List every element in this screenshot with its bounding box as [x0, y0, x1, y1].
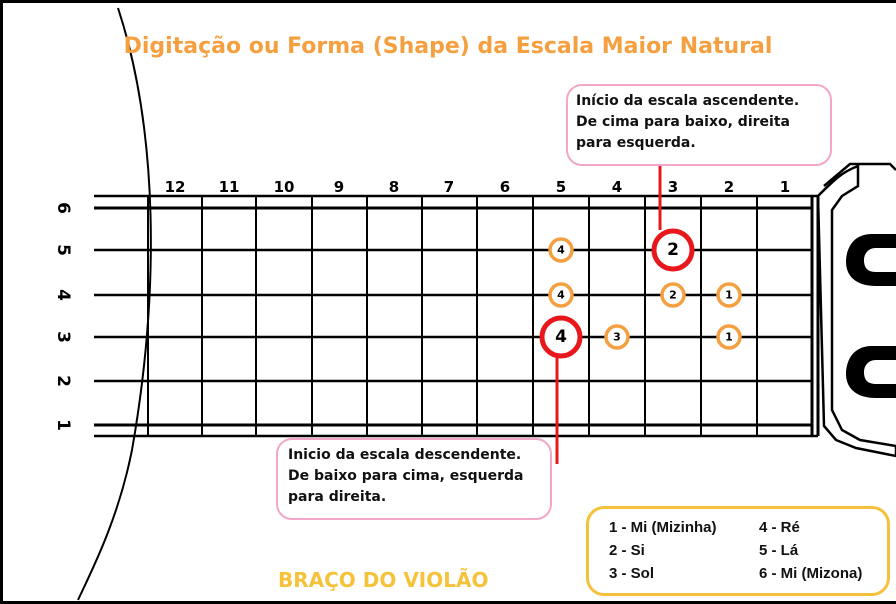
- finger-marker: 3: [604, 324, 630, 350]
- finger-number: 4: [555, 327, 567, 347]
- fret-number-label: 5: [556, 178, 566, 196]
- legend-item: 3 - Sol: [609, 565, 655, 582]
- finger-marker: 1: [716, 282, 742, 308]
- headstock: [816, 162, 896, 458]
- finger-marker: 2: [660, 282, 686, 308]
- string-number-label: 2: [53, 375, 73, 387]
- string-legend: 1 - Mi (Mizinha) 2 - Si 3 - Sol 4 - Ré 5…: [586, 506, 890, 596]
- fret-number-label: 9: [334, 178, 344, 196]
- fret-number-label: 10: [274, 178, 295, 196]
- legend-item: 1 - Mi (Mizinha): [609, 519, 717, 536]
- finger-marker: 4: [548, 237, 574, 263]
- finger-number: 1: [725, 331, 733, 344]
- string-numbers: 6 5 4 3 2 1: [53, 202, 73, 431]
- string-number-label: 4: [53, 289, 73, 301]
- note-ascending-line: para esquerda.: [576, 135, 696, 151]
- legend-item: 5 - Lá: [759, 542, 799, 559]
- finger-number: 2: [669, 289, 677, 302]
- fret-number-label: 2: [724, 178, 734, 196]
- string-number-label: 3: [53, 331, 73, 343]
- finger-marker-ring: [548, 282, 574, 308]
- headstock-top: [823, 162, 896, 187]
- legend-item: 4 - Ré: [759, 519, 800, 536]
- note-descending-line: para direita.: [288, 489, 387, 505]
- finger-marker: 1: [716, 324, 742, 350]
- fret-number-label: 11: [219, 178, 240, 196]
- fret-numbers: 12 11 10 9 8 7 6 5 4 3 2 1: [165, 178, 791, 196]
- fretboard: [94, 194, 820, 438]
- finger-number: 2: [667, 240, 679, 260]
- legend-item: 6 - Mi (Mizona): [759, 565, 863, 582]
- headstock-outline: [816, 164, 896, 458]
- finger-marker-ring: [548, 237, 574, 263]
- finger-marker: 4: [548, 282, 574, 308]
- finger-number: 3: [613, 331, 621, 344]
- note-descending-start: Inicio da escala descendente. De baixo p…: [276, 438, 552, 520]
- note-descending-line: Inicio da escala descendente.: [288, 447, 522, 463]
- guitar-body-curve: [77, 7, 152, 601]
- diagram-title: Digitação ou Forma (Shape) da Escala Mai…: [123, 34, 773, 59]
- fret-number-label: 3: [668, 178, 678, 196]
- note-ascending-line: Início da escala ascendente.: [576, 93, 800, 109]
- finger-marker-start: 4: [539, 315, 583, 359]
- tuning-peg-lower: [846, 346, 896, 398]
- finger-marker-ring: [604, 324, 630, 350]
- fret-number-label: 8: [389, 178, 399, 196]
- bottom-label: BRAÇO DO VIOLÃO: [278, 568, 489, 592]
- finger-marker-ring: [716, 282, 742, 308]
- fret-number-label: 1: [780, 178, 790, 196]
- finger-number: 1: [725, 289, 733, 302]
- finger-number: 4: [557, 244, 565, 257]
- note-ascending-line: De cima para baixo, direita: [576, 114, 790, 130]
- finger-marker-ring: [716, 324, 742, 350]
- finger-marker-ring: [660, 282, 686, 308]
- finger-number: 4: [557, 289, 565, 302]
- string-number-label: 1: [53, 419, 73, 431]
- finger-marker-ring: [539, 315, 583, 359]
- note-descending-line: De baixo para cima, esquerda: [288, 468, 524, 484]
- fret-number-label: 6: [500, 178, 510, 196]
- finger-markers: 4 2 4 2 1 4 3 1: [539, 228, 742, 359]
- string-number-label: 6: [53, 202, 73, 214]
- legend-item: 2 - Si: [609, 542, 645, 559]
- note-ascending-start: Início da escala ascendente. De cima par…: [566, 84, 832, 166]
- fret-number-label: 4: [612, 178, 622, 196]
- finger-marker-ring: [651, 228, 695, 272]
- fret-number-label: 7: [444, 178, 454, 196]
- tuning-peg-upper: [846, 234, 896, 286]
- string-number-label: 5: [53, 244, 73, 256]
- finger-marker-start: 2: [651, 228, 695, 272]
- fret-number-label: 12: [165, 178, 186, 196]
